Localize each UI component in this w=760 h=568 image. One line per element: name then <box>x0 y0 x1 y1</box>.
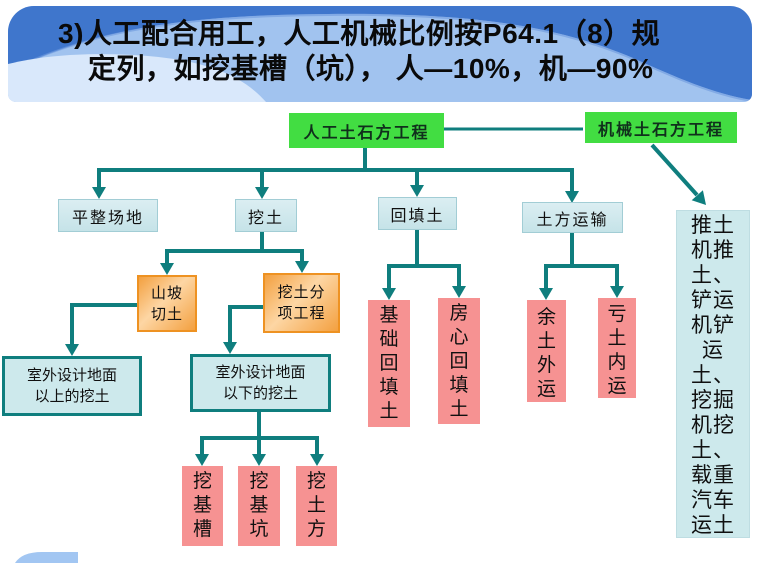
node-dig-earthwork: 挖土方 <box>296 466 337 546</box>
node-foundation-backfill: 基础回填土 <box>368 300 410 427</box>
node-shortage-soil-in: 亏土内运 <box>598 298 636 398</box>
slide-title-line1: 3)人工配合用工，人工机械比例按P64.1（8）规 <box>58 18 661 49</box>
node-backfill: 回填土 <box>378 197 457 230</box>
node-room-backfill: 房心回填土 <box>438 298 480 424</box>
node-digging: 挖土 <box>235 199 297 232</box>
node-below-design-ground: 室外设计地面 以下的挖土 <box>190 354 331 412</box>
node-surplus-soil-out: 余土外运 <box>527 300 566 402</box>
node-machine-methods: 推土机推土、铲运机铲运土、挖掘机挖土、载重汽车运土 <box>676 210 750 538</box>
node-manual-earthwork-root: 人工土石方工程 <box>289 113 444 148</box>
node-dig-pit: 挖基坑 <box>238 466 280 546</box>
node-dig-trench: 挖基槽 <box>182 466 223 546</box>
slide-title-line2: 定列，如挖基槽（坑）， 人—10%，机—90% <box>88 53 654 84</box>
node-machine-earthwork-root: 机械土石方工程 <box>585 112 737 143</box>
banner-wave-graphic <box>8 6 752 102</box>
node-site-leveling: 平整场地 <box>58 199 158 232</box>
node-above-design-ground: 室外设计地面 以上的挖土 <box>2 356 142 416</box>
bottom-left-swoosh <box>15 552 78 563</box>
node-earth-transport: 土方运输 <box>522 202 623 233</box>
node-digging-subitem: 挖土分 项工程 <box>263 273 340 333</box>
slide-title: 3)人工配合用工，人工机械比例按P64.1（8）规 定列，如挖基槽（坑）， 人—… <box>58 16 738 86</box>
title-banner <box>8 6 752 102</box>
node-hillside-cut: 山坡 切土 <box>137 275 197 332</box>
